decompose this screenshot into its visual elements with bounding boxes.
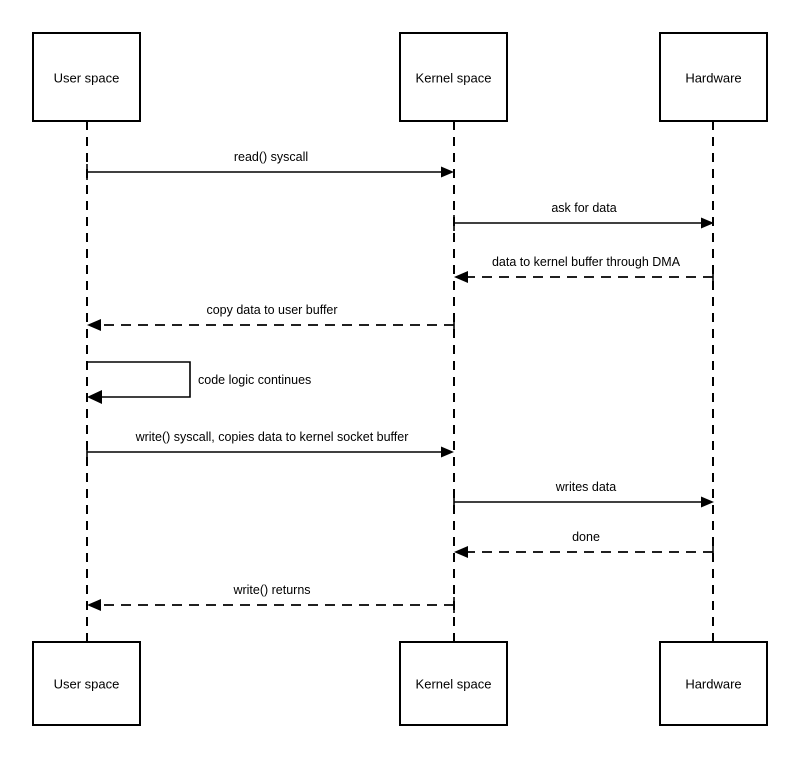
participant-label-hardware-top: Hardware — [685, 70, 741, 85]
message-label-done: done — [572, 530, 600, 544]
self-call-loop — [87, 361, 191, 398]
participant-box-kernel-space-bottom[interactable]: Kernel space — [399, 641, 508, 726]
arrowhead-left-icon — [87, 599, 101, 611]
participant-box-hardware-top[interactable]: Hardware — [659, 32, 768, 122]
message-writes-data[interactable]: writes data — [453, 480, 714, 510]
message-label-read-syscall: read() syscall — [234, 150, 308, 164]
message-write-returns[interactable]: write() returns — [87, 583, 455, 613]
message-label-ask-for-data: ask for data — [551, 201, 616, 215]
arrowhead-left-icon — [87, 390, 102, 404]
message-label-code-logic-continues: code logic continues — [198, 373, 311, 387]
message-data-to-kernel-buffer-through-dma[interactable]: data to kernel buffer through DMA — [454, 255, 714, 285]
arrowhead-right-icon — [441, 446, 454, 458]
message-label-write-syscall: write() syscall, copies data to kernel s… — [135, 430, 409, 444]
message-write-syscall[interactable]: write() syscall, copies data to kernel s… — [86, 430, 454, 460]
message-code-logic-continues[interactable]: code logic continues — [87, 361, 311, 404]
participant-label-kernel-space-top: Kernel space — [416, 70, 492, 85]
participant-box-user-space-top[interactable]: User space — [32, 32, 141, 122]
message-done[interactable]: done — [454, 530, 714, 560]
message-copy-data-to-user-buffer[interactable]: copy data to user buffer — [87, 303, 455, 333]
participant-box-user-space-bottom[interactable]: User space — [32, 641, 141, 726]
message-label-writes-data: writes data — [555, 480, 616, 494]
arrowhead-right-icon — [701, 496, 714, 508]
participant-box-kernel-space-top[interactable]: Kernel space — [399, 32, 508, 122]
arrowhead-left-icon — [454, 271, 468, 283]
participant-label-user-space-bottom: User space — [54, 676, 120, 691]
participant-box-hardware-bottom[interactable]: Hardware — [659, 641, 768, 726]
participant-label-hardware-bottom: Hardware — [685, 676, 741, 691]
message-label-write-returns: write() returns — [232, 583, 310, 597]
message-label-data-to-kernel-buffer-through-dma: data to kernel buffer through DMA — [492, 255, 681, 269]
arrowhead-right-icon — [441, 166, 454, 178]
arrowhead-left-icon — [87, 319, 101, 331]
message-read-syscall[interactable]: read() syscall — [86, 150, 454, 180]
message-label-copy-data-to-user-buffer: copy data to user buffer — [206, 303, 337, 317]
message-ask-for-data[interactable]: ask for data — [453, 201, 714, 231]
participant-label-user-space-top: User space — [54, 70, 120, 85]
arrowhead-left-icon — [454, 546, 468, 558]
arrowhead-right-icon — [701, 217, 714, 229]
participant-label-kernel-space-bottom: Kernel space — [416, 676, 492, 691]
